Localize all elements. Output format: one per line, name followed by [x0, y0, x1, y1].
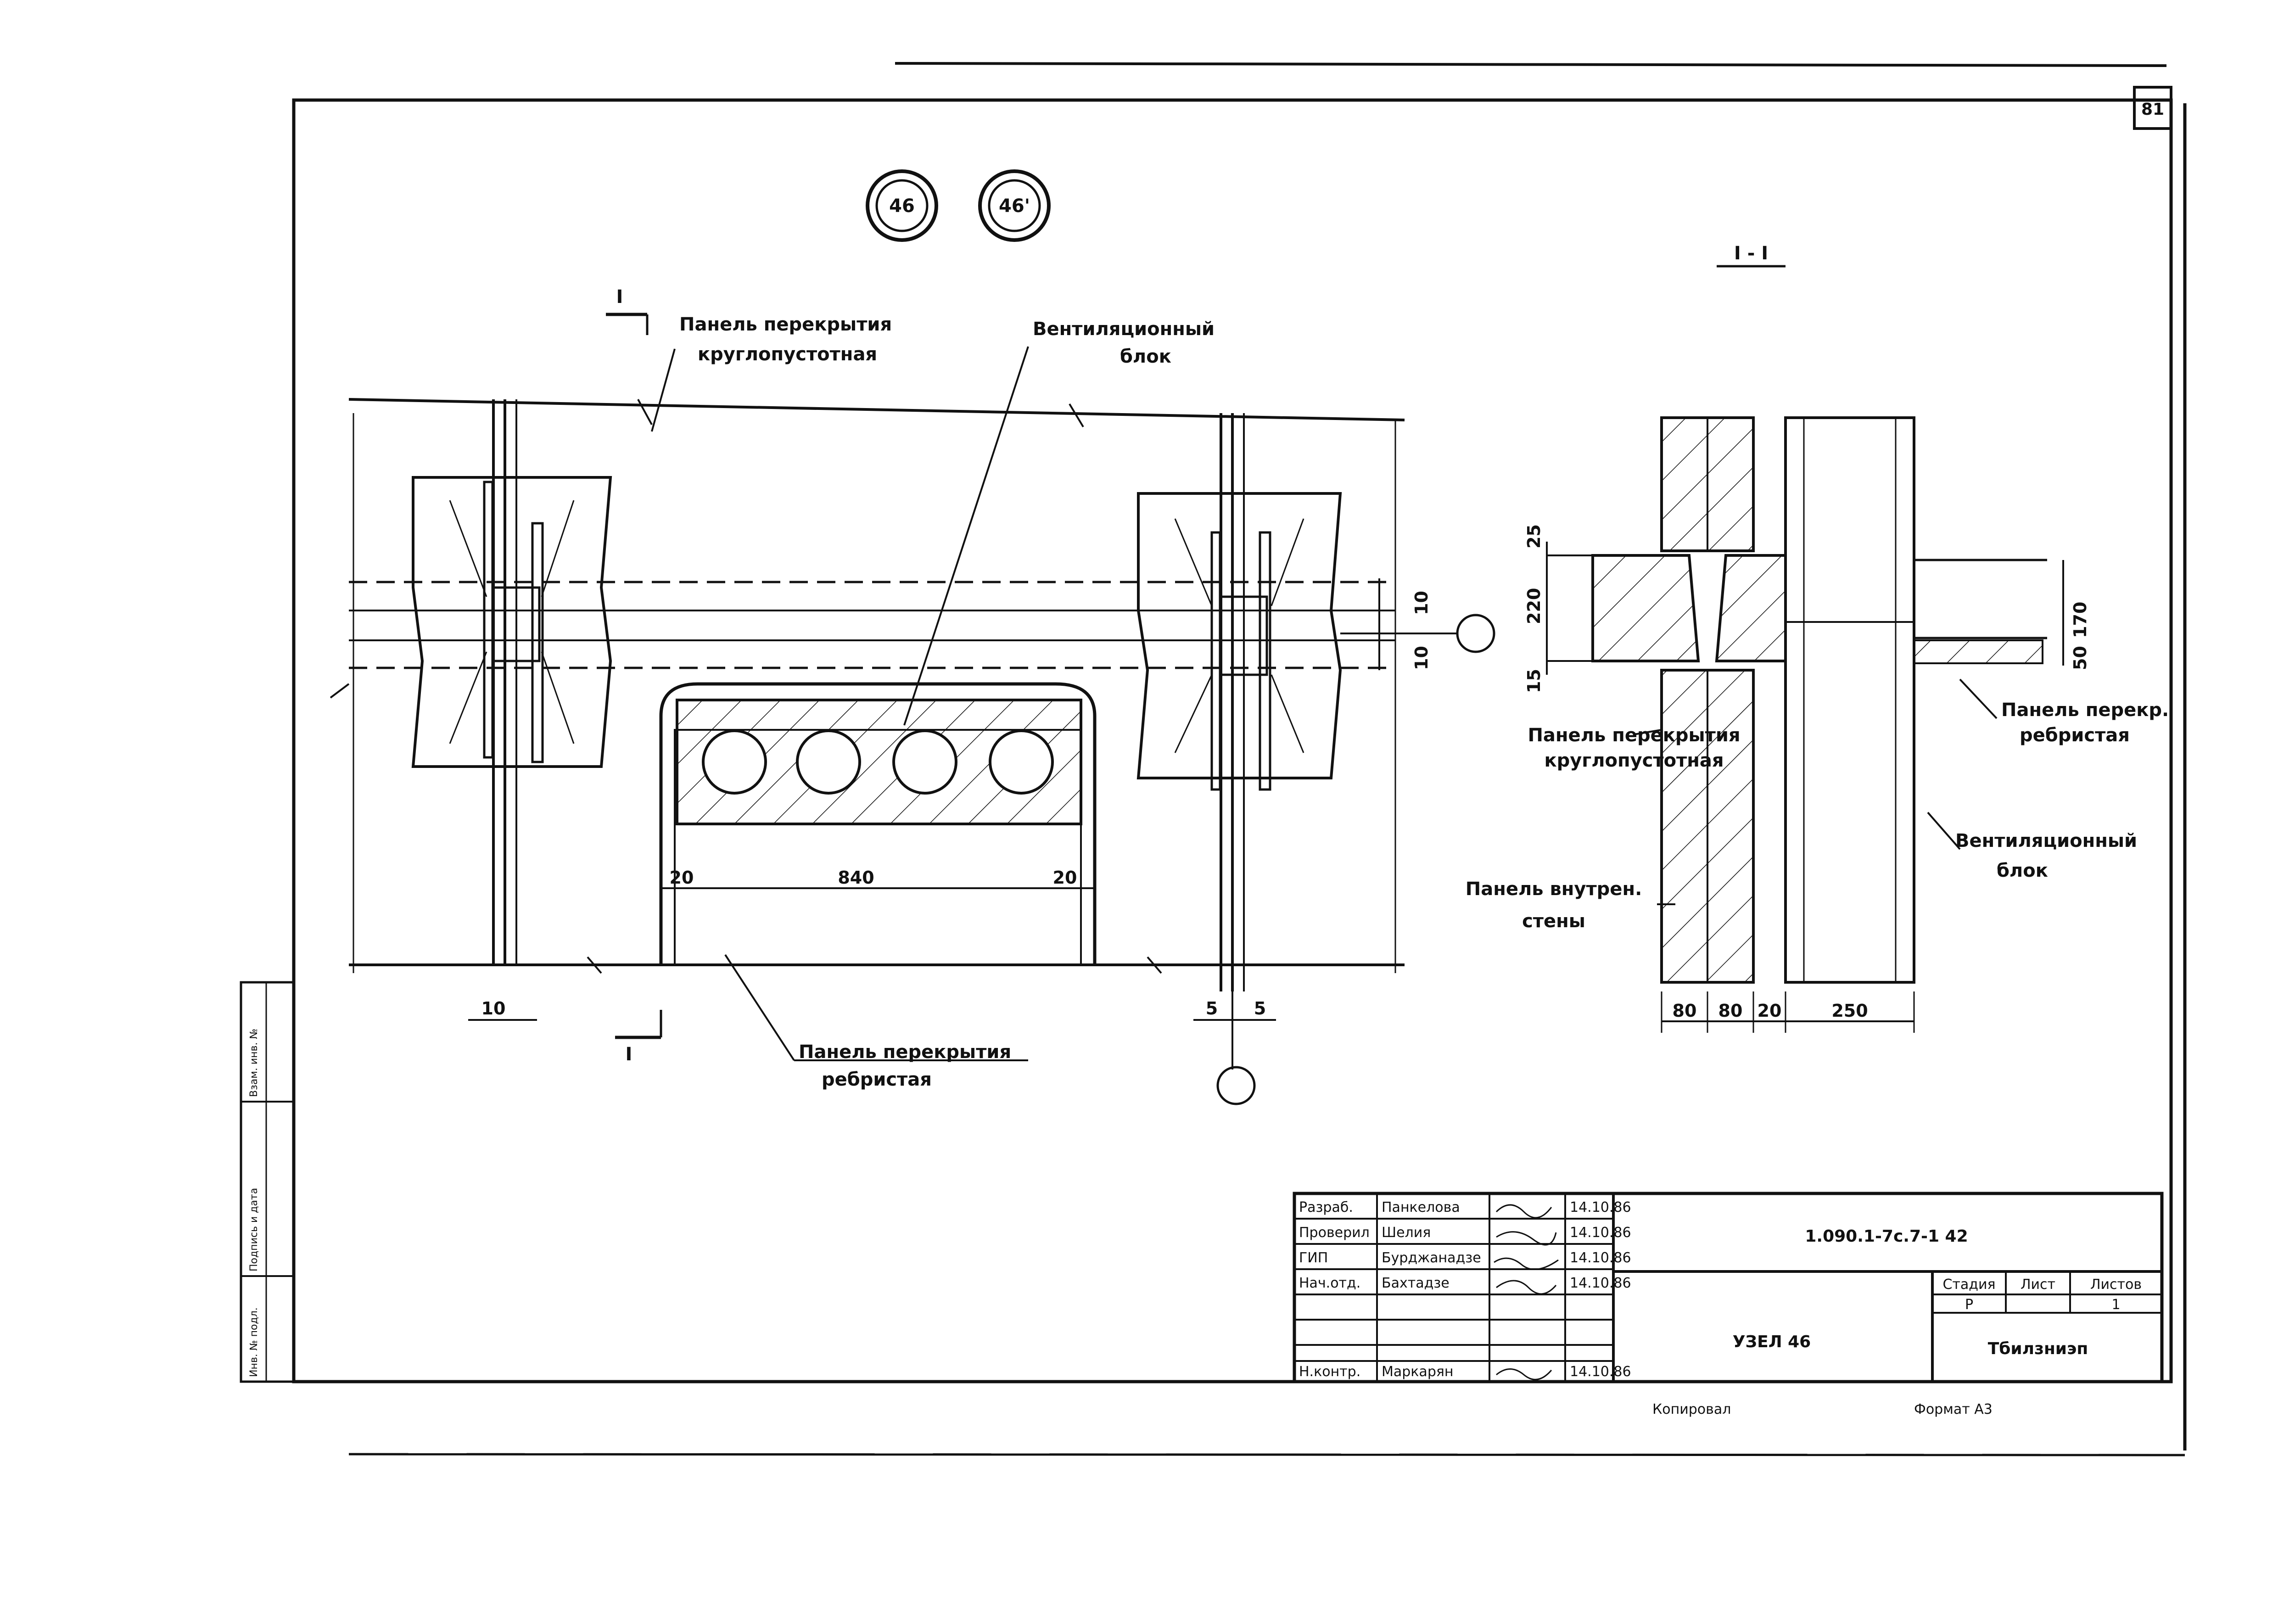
tb-role-2: ГИП: [1299, 1250, 1328, 1266]
label-ribbed-panel-2: ребристая: [822, 1069, 932, 1090]
node-marker-46-prime-label: 46': [999, 196, 1030, 217]
title-block: [1293, 1192, 2164, 1383]
node-marker-46-label: 46: [889, 196, 915, 217]
label-inner-wall-2: стены: [1522, 911, 1585, 932]
label-right-hollow-1: Панель перекрытия: [1528, 725, 1740, 746]
dim-section-50: 50: [2070, 646, 2090, 670]
tb-name-3: Бахтадзе: [1382, 1275, 1450, 1291]
dim-plan-10-top: 10: [1411, 591, 1432, 615]
sheet-frame: [240, 62, 2187, 1456]
label-inner-wall-1: Панель внутрен.: [1466, 879, 1642, 900]
tb-role-6: Н.контр.: [1299, 1364, 1360, 1380]
label-vent-block-1: Вентиляционный: [1033, 319, 1215, 340]
label-hollow-panel-1: Панель перекрытия: [679, 314, 892, 335]
label-right-ribbed-1: Панель перекр.: [2001, 700, 2169, 721]
tb-stage-header: Стадия: [1942, 1277, 1995, 1293]
tb-date-3: 14.10.86: [1570, 1275, 1631, 1291]
tb-role-0: Разраб.: [1299, 1199, 1353, 1215]
tb-sheets: 1: [2111, 1297, 2120, 1313]
node-marker-46-prime: 46': [978, 169, 1051, 242]
tb-sheet-header: Лист: [2021, 1277, 2055, 1293]
plan-view: [330, 313, 1495, 1105]
dim-section-15: 15: [1524, 669, 1544, 693]
section-title: I - I: [1734, 243, 1768, 264]
dim-section-220: 220: [1524, 588, 1544, 624]
tb-organization: Тбилзниэп: [1988, 1339, 2088, 1358]
tb-name-0: Панкелова: [1382, 1199, 1460, 1215]
tb-document-title: УЗЕЛ 46: [1733, 1333, 1811, 1351]
side-stamp-inv: Инв. № подл.: [248, 1307, 260, 1377]
dim-plan-840: 840: [838, 868, 874, 888]
label-right-vent-1: Вентиляционный: [1955, 830, 2137, 851]
side-stamp: Инв. № подл. Подпись и дата Взам. инв. №: [248, 1029, 260, 1377]
dim-section-80-b: 80: [1718, 1001, 1743, 1021]
label-right-ribbed-2: ребристая: [2020, 725, 2130, 746]
tb-date-6: 14.10.86: [1570, 1364, 1631, 1380]
label-right-hollow-2: круглопустотная: [1544, 750, 1724, 771]
dim-plan-20-right: 20: [1053, 868, 1077, 888]
dim-plan-10-lower: 10: [1411, 646, 1432, 670]
tb-name-6: Маркарян: [1382, 1364, 1454, 1380]
dim-section-20: 20: [1758, 1001, 1782, 1021]
tb-sheets-header: Листов: [2090, 1277, 2142, 1293]
section-mark-top: I: [616, 286, 623, 308]
side-stamp-sign: Подпись и дата: [248, 1188, 260, 1271]
side-stamp-replace: Взам. инв. №: [248, 1029, 260, 1097]
tb-date-1: 14.10.86: [1570, 1225, 1631, 1241]
tb-stage: Р: [1965, 1297, 1973, 1313]
tb-document-code: 1.090.1-7с.7-1 42: [1805, 1227, 1968, 1246]
dim-section-250: 250: [1831, 1001, 1868, 1021]
tb-format: Формат А3: [1914, 1401, 1993, 1417]
tb-name-2: Бурджанадзе: [1382, 1250, 1481, 1266]
sheet-number: 81: [2141, 100, 2164, 119]
dim-section-25: 25: [1524, 524, 1544, 549]
dim-section-170: 170: [2070, 602, 2090, 638]
label-hollow-panel-2: круглопустотная: [698, 344, 877, 365]
node-marker-46: 46: [866, 169, 938, 242]
section-view: [1546, 265, 2064, 1033]
tb-name-1: Шелия: [1382, 1225, 1431, 1241]
title-block-text: Разраб. Панкелова 14.10.86 Проверил Шели…: [1299, 1199, 2142, 1417]
dim-plan-20-left: 20: [670, 868, 694, 888]
tb-role-1: Проверил: [1299, 1225, 1370, 1241]
section-labels: I - I Панель перекрытия круглопустотная …: [1466, 243, 2169, 1021]
label-vent-block-2: блок: [1120, 346, 1171, 367]
tb-date-2: 14.10.86: [1570, 1250, 1631, 1266]
dim-plan-10-bottom: 10: [481, 998, 506, 1019]
section-mark-bottom: I: [626, 1044, 633, 1065]
label-right-vent-2: блок: [1997, 860, 2048, 881]
dim-plan-5-right: 5: [1254, 998, 1266, 1019]
dim-section-80-a: 80: [1673, 1001, 1697, 1021]
sheet-number-box: 81: [2133, 86, 2172, 130]
plan-labels: I I Панель перекрытия круглопустотная Ве…: [481, 286, 1432, 1090]
tb-date-0: 14.10.86: [1570, 1199, 1631, 1215]
tb-role-3: Нач.отд.: [1299, 1275, 1360, 1291]
dim-plan-5-left: 5: [1206, 998, 1218, 1019]
tb-copied: Копировал: [1652, 1401, 1731, 1417]
label-ribbed-panel-1: Панель перекрытия: [799, 1042, 1011, 1063]
